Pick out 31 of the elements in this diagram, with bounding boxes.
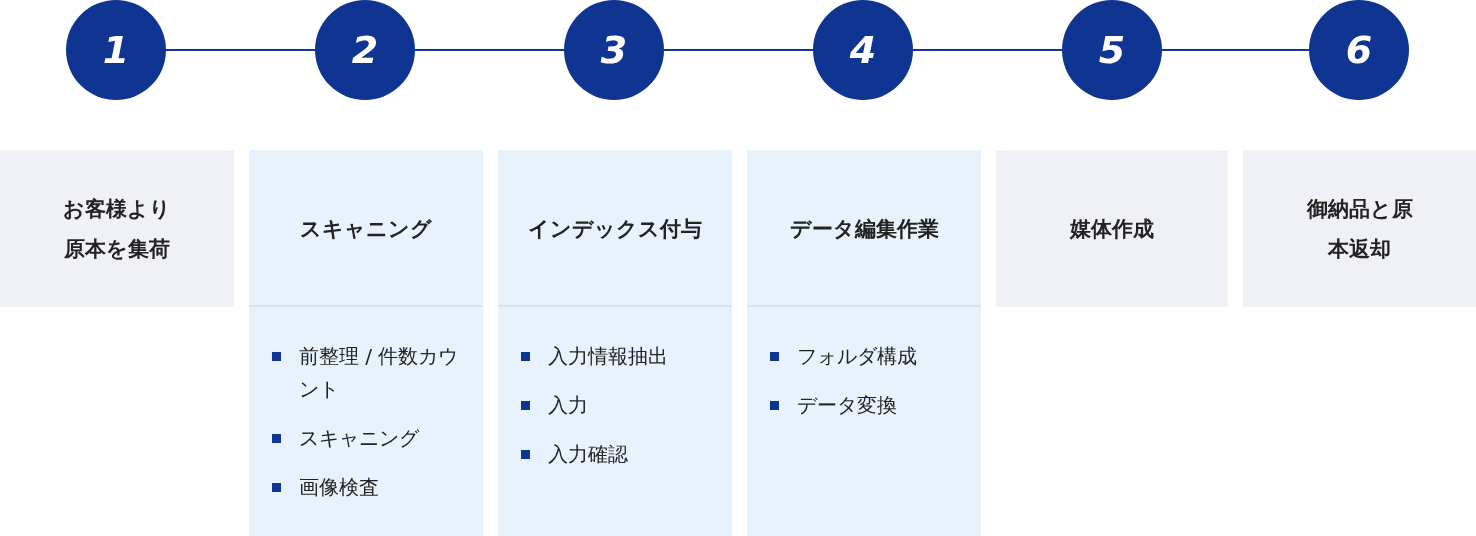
task-item: 画像検査 (299, 474, 380, 501)
task-list-panel (747, 305, 981, 536)
step-title: データ編集作業 (789, 216, 939, 241)
step-number-circle: 3 (564, 0, 664, 100)
step-title-panel (249, 150, 483, 307)
step-number-circle: 6 (1309, 0, 1409, 100)
step-title: 媒体作成 (1070, 216, 1154, 241)
step-number-circle: 4 (813, 0, 913, 100)
task-item: 入力情報抽出 (548, 343, 669, 370)
task-item: スキャニング (299, 425, 420, 452)
step-title: インデックス付与 (528, 216, 702, 241)
task-item: 入力 (548, 392, 589, 419)
step-title-panel (747, 150, 981, 307)
connector-line (1161, 49, 1310, 51)
step-title: スキャニング (300, 216, 432, 241)
task-list-panel (498, 305, 732, 536)
task-item: 前整理 / 件数カウント (299, 343, 460, 403)
connector-line (414, 49, 565, 51)
task-item: フォルダ構成 (797, 343, 918, 370)
task-item: データ変換 (797, 392, 898, 419)
connector-line (912, 49, 1063, 51)
connector-line (663, 49, 814, 51)
step-number-circle: 5 (1062, 0, 1162, 100)
step-title: 御納品と原本返却 (1306, 196, 1413, 261)
step-number-circle: 2 (315, 0, 415, 100)
task-item: 入力確認 (548, 441, 629, 468)
step-title: お客様より原本を集荷 (63, 196, 171, 261)
step-title-panel (498, 150, 732, 307)
task-list-panel (249, 305, 483, 536)
step-number-circle: 1 (66, 0, 166, 100)
connector-line (165, 49, 316, 51)
